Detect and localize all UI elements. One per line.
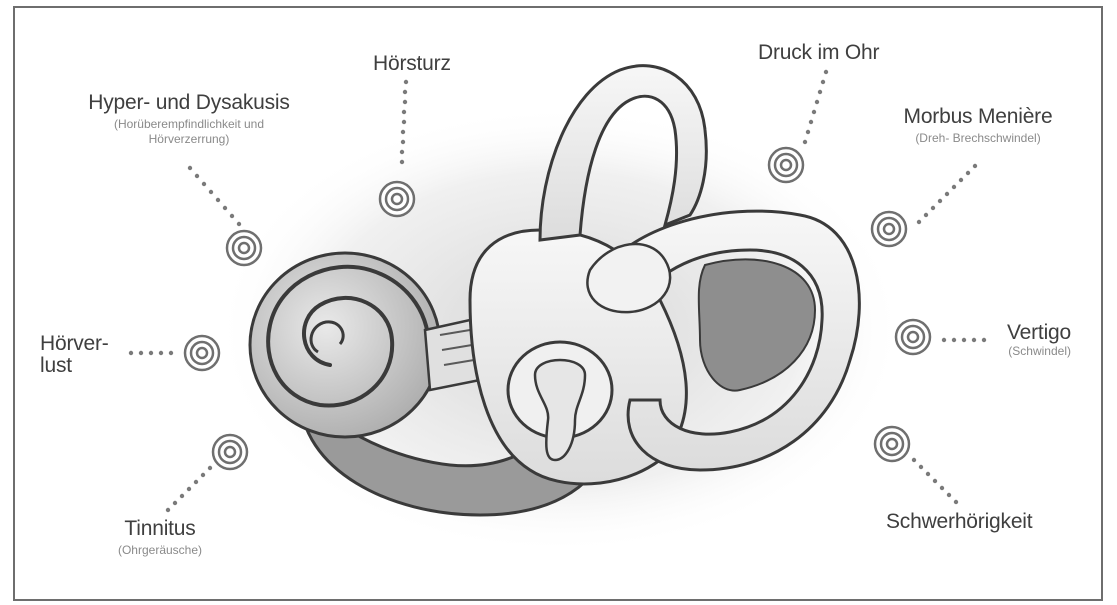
morbus-subtitle: (Dreh- Brechschwindel) (880, 131, 1076, 146)
tinnitus-title: Tinnitus (95, 518, 225, 540)
morbus-title: Morbus Menière (880, 106, 1076, 128)
morbus-marker-icon (872, 212, 906, 246)
label-tinnitus: Tinnitus (Ohrgeräusche) (95, 518, 225, 558)
hoerverlust-line2: lust (40, 355, 109, 377)
vertigo-subtitle: (Schwindel) (985, 344, 1071, 359)
label-morbus: Morbus Menière (Dreh- Brechschwindel) (880, 106, 1076, 146)
leader-hoerverlust (129, 351, 173, 355)
hyper-subtitle-line2: Hörverzerrung) (67, 132, 311, 147)
hyper-subtitle-line1: (Horüberempfindlichkeit und (67, 117, 311, 132)
label-vertigo: Vertigo (Schwindel) (985, 322, 1071, 359)
label-hoerverlust: Hörver- lust (40, 333, 109, 377)
label-hoersturz: Hörsturz (373, 53, 451, 75)
hyper-subtitle: (Horüberempfindlichkeit und Hörverzerrun… (67, 117, 311, 147)
leader-vertigo (942, 338, 986, 342)
hoerverlust-line1: Hörver- (40, 333, 109, 355)
schwer-title: Schwerhörigkeit (886, 511, 1032, 533)
leader-druck (803, 70, 828, 144)
druck-title: Druck im Ohr (758, 42, 879, 64)
label-druck: Druck im Ohr (758, 42, 879, 64)
vertigo-title: Vertigo (985, 322, 1071, 344)
hyper-title: Hyper- und Dysakusis (67, 92, 311, 114)
label-hyper: Hyper- und Dysakusis (Horüberempfindlich… (67, 92, 311, 147)
leader-schwer (912, 458, 958, 504)
tinnitus-marker-icon (213, 435, 247, 469)
hoersturz-title: Hörsturz (373, 53, 451, 75)
hoerverlust-marker-icon (185, 336, 219, 370)
leader-hyper (188, 166, 241, 226)
leader-tinnitus (166, 466, 212, 512)
vertigo-marker-icon (896, 320, 930, 354)
hyper-marker-icon (227, 231, 261, 265)
leader-morbus (917, 164, 977, 224)
schwer-marker-icon (875, 427, 909, 461)
cochlea-shell (250, 253, 440, 437)
label-schwer: Schwerhörigkeit (886, 511, 1032, 533)
druck-marker-icon (769, 148, 803, 182)
tinnitus-subtitle: (Ohrgeräusche) (95, 543, 225, 558)
hoersturz-marker-icon (380, 182, 414, 216)
